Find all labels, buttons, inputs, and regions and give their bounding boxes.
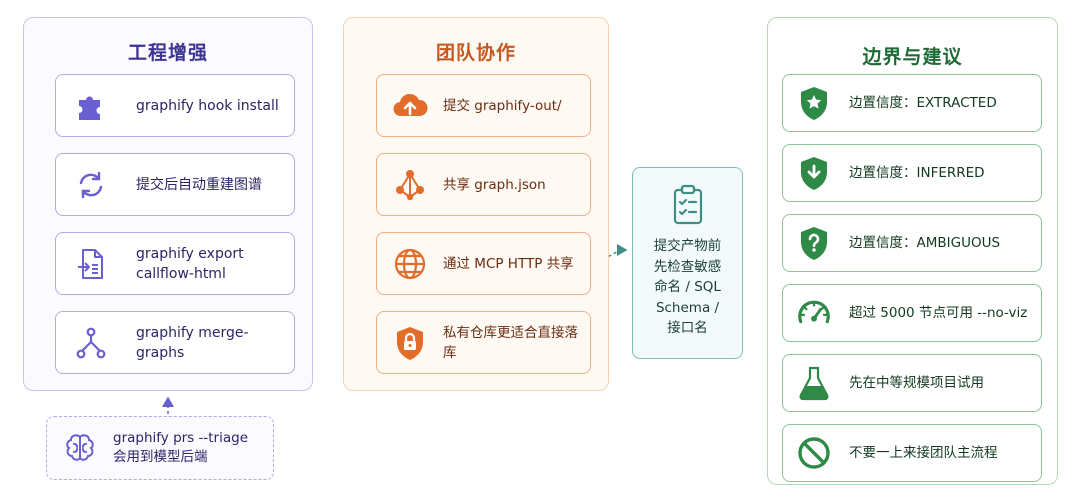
engineering-item-label: 提交后自动重建图谱 bbox=[136, 176, 262, 193]
collaboration-item-label: 通过 MCP HTTP 共享 bbox=[443, 255, 574, 272]
cloud-upload-icon bbox=[391, 87, 429, 125]
boundaries-item-inferred: 边置信度：INFERRED bbox=[782, 144, 1042, 202]
shield-question-icon bbox=[795, 224, 833, 262]
share-graph-icon bbox=[391, 166, 429, 204]
merge-icon bbox=[72, 324, 110, 362]
collaboration-item-private-repo: 私有仓库更适合直接落库 bbox=[376, 311, 591, 374]
boundaries-item-trial: 先在中等规模项目试用 bbox=[782, 354, 1042, 412]
boundaries-item-extracted: 边置信度：EXTRACTED bbox=[782, 74, 1042, 132]
collaboration-item-commit-output: 提交 graphify-out/ bbox=[376, 74, 591, 137]
engineering-title: 工程增强 bbox=[127, 42, 208, 64]
collaboration-item-label: 私有仓库更适合直接落库 bbox=[443, 324, 578, 361]
collaboration-item-mcp-http: 通过 MCP HTTP 共享 bbox=[376, 232, 591, 295]
flask-icon bbox=[795, 364, 833, 402]
boundaries-item-ambiguous: 边置信度：AMBIGUOUS bbox=[782, 214, 1042, 272]
engineering-item-auto-rebuild: 提交后自动重建图谱 bbox=[55, 153, 295, 216]
engineering-item-export: graphify export callflow-html bbox=[55, 232, 295, 295]
triage-card: graphify prs --triage 会用到模型后端 bbox=[46, 416, 274, 480]
review-label: 提交产物前 先检查敏感 命名 / SQL Schema / 接口名 bbox=[653, 238, 722, 336]
collaboration-title: 团队协作 bbox=[435, 42, 516, 64]
shield-arrow-icon bbox=[795, 154, 833, 192]
boundaries-item-label: 不要一上来接团队主流程 bbox=[849, 445, 998, 461]
clipboard-check-icon bbox=[669, 184, 707, 230]
engineering-item-label: graphify merge-graphs bbox=[136, 324, 249, 361]
collaboration-item-label: 提交 graphify-out/ bbox=[443, 97, 562, 114]
triage-label: graphify prs --triage 会用到模型后端 bbox=[113, 430, 248, 465]
engineering-item-label: graphify hook install bbox=[136, 97, 279, 114]
boundaries-item-label: 边置信度：EXTRACTED bbox=[849, 95, 997, 111]
boundaries-item-no-main-flow: 不要一上来接团队主流程 bbox=[782, 424, 1042, 482]
boundaries-title: 边界与建议 bbox=[862, 46, 963, 68]
brain-icon bbox=[61, 429, 99, 467]
boundaries-item-label: 先在中等规模项目试用 bbox=[849, 375, 984, 391]
shield-star-icon bbox=[795, 84, 833, 122]
gauge-icon bbox=[795, 294, 833, 332]
collaboration-item-label: 共享 graph.json bbox=[443, 176, 546, 193]
engineering-item-hook-install: graphify hook install bbox=[55, 74, 295, 137]
prohibited-icon bbox=[795, 434, 833, 472]
lock-shield-icon bbox=[391, 324, 429, 362]
boundaries-item-label: 边置信度：AMBIGUOUS bbox=[849, 235, 1001, 251]
engineering-item-label: graphify export callflow-html bbox=[136, 245, 244, 282]
boundaries-item-label: 超过 5000 节点可用 --no-viz bbox=[849, 305, 1028, 321]
review-card: 提交产物前 先检查敏感 命名 / SQL Schema / 接口名 bbox=[632, 167, 743, 359]
engineering-item-merge-graphs: graphify merge-graphs bbox=[55, 311, 295, 374]
boundaries-item-label: 边置信度：INFERRED bbox=[849, 165, 985, 181]
puzzle-icon bbox=[72, 87, 110, 125]
globe-icon bbox=[391, 245, 429, 283]
export-file-icon bbox=[72, 245, 110, 283]
refresh-icon bbox=[72, 166, 110, 204]
collaboration-item-share-graph: 共享 graph.json bbox=[376, 153, 591, 216]
boundaries-item-no-viz: 超过 5000 节点可用 --no-viz bbox=[782, 284, 1042, 342]
